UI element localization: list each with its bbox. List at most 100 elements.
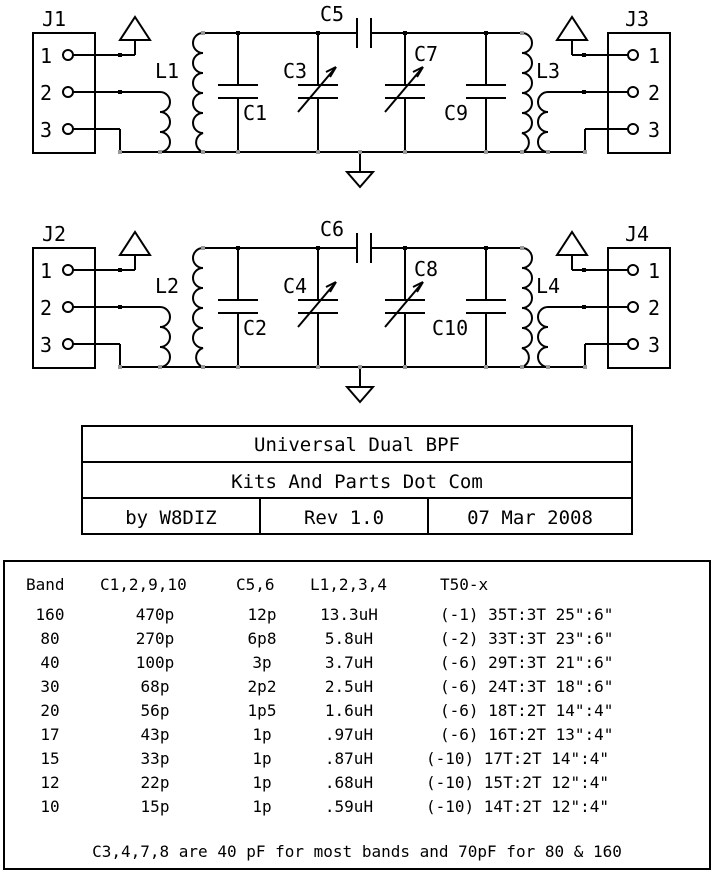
table-cell: 160 bbox=[36, 605, 65, 624]
table-cell: 470p bbox=[136, 605, 175, 624]
connector-label-j1: J1 bbox=[42, 7, 66, 31]
table-row: 10 15p 1p .59uH (-10) 14T:2T 12":4" bbox=[40, 797, 609, 816]
title-block-title: Universal Dual BPF bbox=[254, 434, 460, 456]
component-label-c6: C6 bbox=[320, 217, 344, 241]
component-label-c9: C9 bbox=[444, 101, 468, 125]
table-cell: 20 bbox=[40, 701, 59, 720]
component-label-c7: C7 bbox=[414, 42, 438, 66]
table-cell: (-6) 18T:2T 14":4" bbox=[440, 701, 613, 720]
title-block-date: 07 Mar 2008 bbox=[467, 507, 593, 529]
table-cell: 270p bbox=[136, 629, 175, 648]
table-cell: .97uH bbox=[325, 725, 373, 744]
table-cell: (-10) 17T:2T 14":4" bbox=[426, 749, 609, 768]
table-cell: 1p bbox=[252, 797, 271, 816]
table-cell: 3p bbox=[252, 653, 271, 672]
filter-section-top: J1 J3 1 2 3 1 2 3 L1 C1 C3 C5 C7 C9 L3 bbox=[32, 2, 671, 188]
component-label-c4: C4 bbox=[283, 274, 307, 298]
table-header-cell: C5,6 bbox=[236, 575, 275, 594]
connector-label-j4: J4 bbox=[625, 222, 649, 246]
component-label-c5: C5 bbox=[320, 2, 344, 26]
table-header-cell: T50-x bbox=[440, 575, 489, 594]
component-label-c8: C8 bbox=[414, 257, 438, 281]
table-row: 17 43p 1p .97uH (-6) 16T:2T 13":4" bbox=[40, 725, 613, 744]
table-cell: (-1) 35T:3T 25":6" bbox=[440, 605, 613, 624]
title-block-company: Kits And Parts Dot Com bbox=[231, 471, 483, 493]
table-cell: (-2) 33T:3T 23":6" bbox=[440, 629, 613, 648]
table-cell: (-10) 14T:2T 12":4" bbox=[426, 797, 609, 816]
pin-number: 1 bbox=[40, 259, 52, 283]
table-cell: 68p bbox=[141, 677, 170, 696]
table-note: C3,4,7,8 are 40 pF for most bands and 70… bbox=[92, 842, 622, 861]
table-cell: 13.3uH bbox=[320, 605, 378, 624]
component-label-c2: C2 bbox=[243, 316, 267, 340]
pin-number: 2 bbox=[40, 296, 52, 320]
connector-label-j3: J3 bbox=[625, 7, 649, 31]
table-cell: 5.8uH bbox=[325, 629, 373, 648]
table-row: 20 56p 1p5 1.6uH (-6) 18T:2T 14":4" bbox=[40, 701, 613, 720]
table-row: 12 22p 1p .68uH (-10) 15T:2T 12":4" bbox=[40, 773, 609, 792]
table-cell: (-6) 29T:3T 21":6" bbox=[440, 653, 613, 672]
table-header-row: Band C1,2,9,10 C5,6 L1,2,3,4 T50-x bbox=[26, 575, 489, 594]
component-label-l4: L4 bbox=[536, 274, 560, 298]
table-cell: 12 bbox=[40, 773, 59, 792]
table-header-cell: C1,2,9,10 bbox=[100, 575, 187, 594]
pin-number: 1 bbox=[40, 44, 52, 68]
table-cell: 6p8 bbox=[248, 629, 277, 648]
pin-number: 3 bbox=[648, 333, 660, 357]
title-block-author: by W8DIZ bbox=[125, 507, 217, 529]
table-cell: 1p5 bbox=[248, 701, 277, 720]
table-cell: 33p bbox=[141, 749, 170, 768]
table-cell: 22p bbox=[141, 773, 170, 792]
table-cell: 2p2 bbox=[248, 677, 277, 696]
table-cell: 1p bbox=[252, 749, 271, 768]
component-label-l3: L3 bbox=[536, 59, 560, 83]
table-cell: (-10) 15T:2T 12":4" bbox=[426, 773, 609, 792]
table-cell: 3.7uH bbox=[325, 653, 373, 672]
table-cell: 1p bbox=[252, 725, 271, 744]
table-cell: (-6) 24T:3T 18":6" bbox=[440, 677, 613, 696]
component-label-c10: C10 bbox=[432, 316, 468, 340]
table-cell: 15p bbox=[141, 797, 170, 816]
table-cell: .59uH bbox=[325, 797, 373, 816]
table-row: 40 100p 3p 3.7uH (-6) 29T:3T 21":6" bbox=[40, 653, 613, 672]
pin-number: 1 bbox=[648, 259, 660, 283]
table-cell: 40 bbox=[40, 653, 59, 672]
pin-number: 3 bbox=[648, 118, 660, 142]
table-cell: 17 bbox=[40, 725, 59, 744]
pin-number: 2 bbox=[40, 81, 52, 105]
table-row: 80 270p 6p8 5.8uH (-2) 33T:3T 23":6" bbox=[40, 629, 613, 648]
component-table: Band C1,2,9,10 C5,6 L1,2,3,4 T50-x 160 470p 12… bbox=[3, 560, 711, 870]
table-cell: 10 bbox=[40, 797, 59, 816]
component-label-c1: C1 bbox=[243, 101, 267, 125]
connector-label-j2: J2 bbox=[42, 222, 66, 246]
table-row: 160 470p 12p 13.3uH (-1) 35T:3T 25":6" bbox=[36, 605, 614, 624]
table-cell: 43p bbox=[141, 725, 170, 744]
table-cell: 12p bbox=[248, 605, 277, 624]
table-cell: 15 bbox=[40, 749, 59, 768]
table-header-cell: Band bbox=[26, 575, 65, 594]
pin-number: 3 bbox=[40, 333, 52, 357]
pin-number: 3 bbox=[40, 118, 52, 142]
table-cell: (-6) 16T:2T 13":4" bbox=[440, 725, 613, 744]
table-header-cell: L1,2,3,4 bbox=[310, 575, 387, 594]
table-row: 15 33p 1p .87uH (-10) 17T:2T 14":4" bbox=[40, 749, 609, 768]
table-cell: 80 bbox=[40, 629, 59, 648]
table-cell: .87uH bbox=[325, 749, 373, 768]
table-cell: 2.5uH bbox=[325, 677, 373, 696]
table-cell: 1p bbox=[252, 773, 271, 792]
component-label-l2: L2 bbox=[155, 274, 179, 298]
table-body: 160 470p 12p 13.3uH (-1) 35T:3T 25":6" 80 270p… bbox=[36, 605, 614, 816]
pin-number: 2 bbox=[648, 296, 660, 320]
title-block-revision: Rev 1.0 bbox=[304, 507, 384, 529]
table-cell: 56p bbox=[141, 701, 170, 720]
component-label-c3: C3 bbox=[283, 59, 307, 83]
title-block: Universal Dual BPF Kits And Parts Dot Co… bbox=[81, 425, 633, 535]
table-cell: 100p bbox=[136, 653, 175, 672]
component-label-l1: L1 bbox=[155, 59, 179, 83]
filter-section-bottom: J2 J4 1 2 3 1 2 3 L2 C2 C4 C6 C8 C10 L4 bbox=[32, 217, 671, 403]
table-cell: 1.6uH bbox=[325, 701, 373, 720]
table-cell: .68uH bbox=[325, 773, 373, 792]
pin-number: 1 bbox=[648, 44, 660, 68]
